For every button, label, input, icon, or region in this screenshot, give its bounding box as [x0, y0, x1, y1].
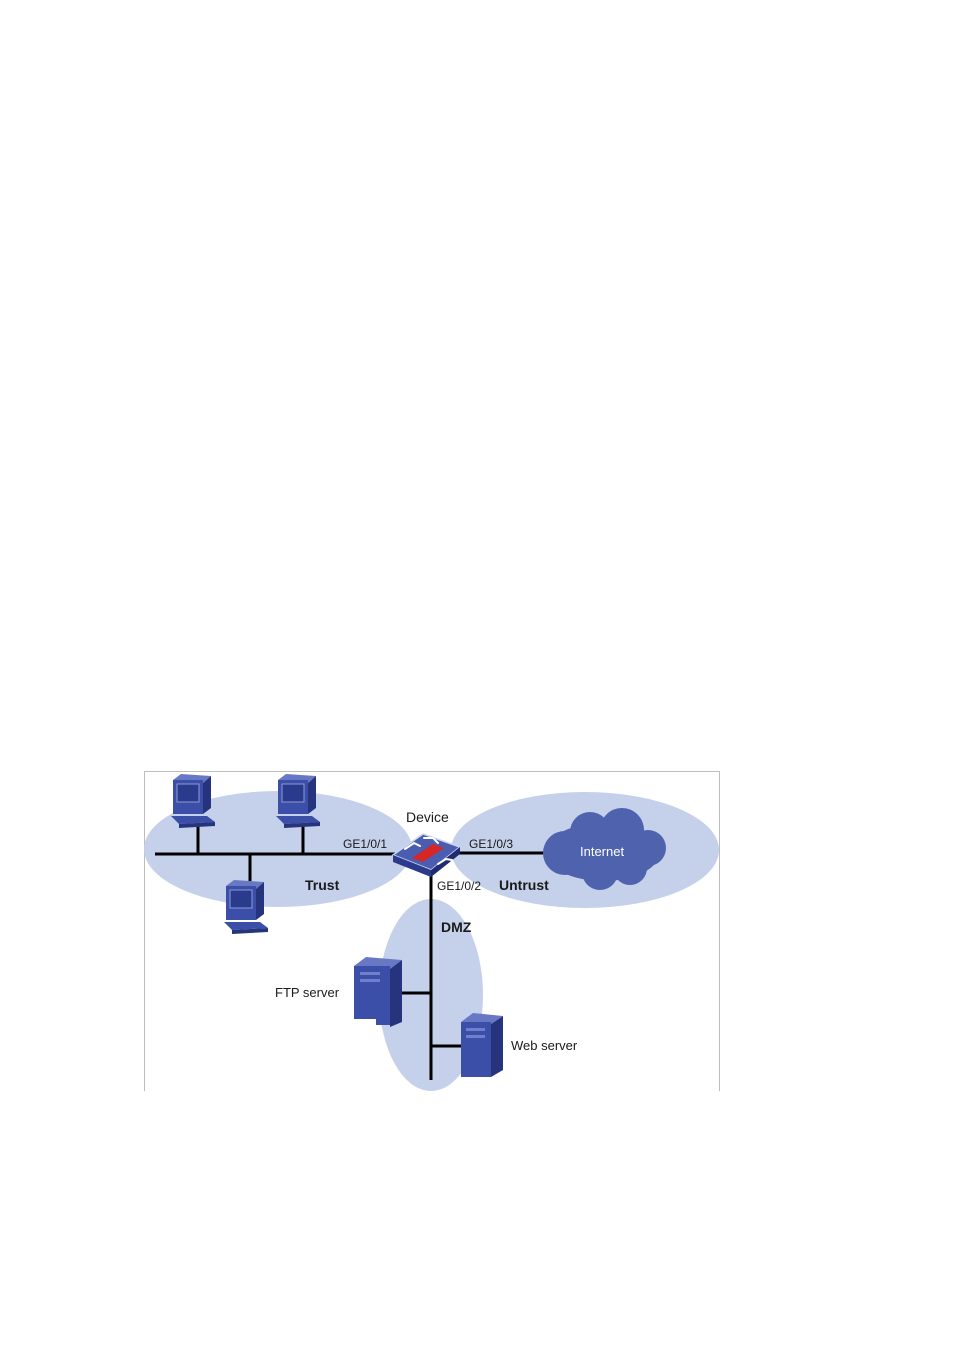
- web-server-icon: [461, 1013, 503, 1077]
- dmz-port-label: GE1/0/2: [437, 879, 481, 893]
- host-pc-icon: [171, 774, 215, 828]
- untrust-port-label: GE1/0/3: [469, 837, 513, 851]
- host-pc-icon: [224, 880, 268, 934]
- dmz-zone-label: DMZ: [441, 919, 472, 935]
- ftp-server-icon: [354, 957, 402, 1027]
- internet-label: Internet: [580, 844, 624, 859]
- figure-frame: [144, 771, 720, 1091]
- host-pc-icon: [276, 774, 320, 828]
- trust-port-label: GE1/0/1: [343, 837, 387, 851]
- internet-cloud-icon: [543, 808, 666, 890]
- untrust-zone-label: Untrust: [499, 877, 549, 893]
- device-label: Device: [406, 809, 449, 825]
- ftp-server-label: FTP server: [275, 985, 340, 1000]
- network-links: [155, 826, 548, 1080]
- trust-zone-label: Trust: [305, 877, 340, 893]
- web-server-label: Web server: [511, 1038, 578, 1053]
- firewall-device-icon: [391, 833, 462, 877]
